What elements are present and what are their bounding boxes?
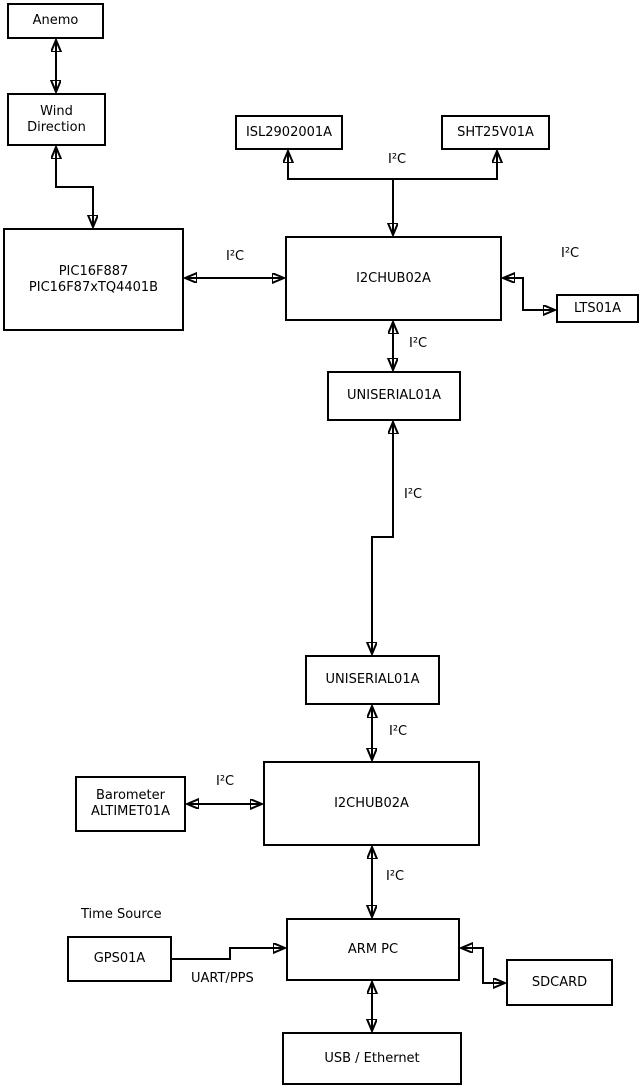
node-i2chub02a-top-label: I2CHUB02A (356, 270, 431, 286)
edge-label-i2c-hub-uniserial: I²C (409, 336, 428, 351)
node-isl2902001a: ISL2902001A (235, 115, 343, 150)
node-wind-direction: Wind Direction (7, 93, 106, 146)
node-i2chub02a-top: I2CHUB02A (285, 236, 502, 321)
node-uniserial01a-top: UNISERIAL01A (327, 371, 461, 421)
node-usb-ethernet: USB / Ethernet (282, 1032, 462, 1085)
node-anemo: Anemo (7, 3, 104, 39)
connector-winddirection-pic (56, 147, 93, 227)
connector-armpc-sdcard (461, 948, 505, 983)
node-gps01a-label: GPS01A (93, 951, 146, 966)
connector-gps-armpc (172, 948, 285, 960)
edge-label-uart-pps: UART/PPS (191, 971, 254, 986)
node-wind-direction-label-line1: Wind (40, 103, 73, 119)
edge-label-i2c-sensor-bus: I²C (388, 152, 407, 167)
node-arm-pc-label: ARM PC (347, 941, 399, 957)
node-i2chub02a-bottom: I2CHUB02A (263, 761, 480, 846)
edge-label-i2c-lts-link: I²C (561, 246, 580, 261)
edge-label-time-source: Time Source (81, 907, 162, 922)
edge-label-i2c-uniserial-link: I²C (404, 487, 423, 502)
node-isl2902001a-label: ISL2902001A (245, 124, 333, 140)
node-pic16f887-label-line1: PIC16F887 (58, 263, 129, 279)
node-sdcard: SDCARD (506, 959, 613, 1006)
node-uniserial01a-top-label: UNISERIAL01A (347, 388, 441, 403)
node-sht25v01a: SHT25V01A (441, 115, 550, 150)
edge-label-i2c-pic-link: I²C (226, 249, 245, 264)
node-uniserial01a-bottom: UNISERIAL01A (305, 655, 440, 705)
node-barometer-label-line2: ALTIMET01A (91, 804, 170, 819)
edge-label-i2c-barometer-link: I²C (216, 774, 235, 789)
node-lts01a: LTS01A (556, 294, 639, 323)
node-gps01a: GPS01A (67, 936, 172, 982)
node-pic16f887: PIC16F887 PIC16F87xTQ4401B (3, 228, 184, 331)
node-anemo-label: Anemo (32, 13, 79, 28)
node-arm-pc: ARM PC (286, 918, 460, 981)
node-wind-direction-label-line2: Direction (27, 119, 86, 135)
node-usb-ethernet-label: USB / Ethernet (324, 1050, 420, 1066)
connector-hubtop-lts (503, 278, 555, 310)
node-i2chub02a-bottom-label: I2CHUB02A (334, 795, 409, 811)
node-sht25v01a-label: SHT25V01A (457, 124, 534, 140)
node-barometer-label-line1: Barometer (96, 788, 165, 803)
edge-label-i2c-hub-armpc: I²C (386, 869, 405, 884)
node-lts01a-label: LTS01A (573, 300, 622, 316)
node-uniserial01a-bottom-label: UNISERIAL01A (325, 672, 420, 687)
node-barometer-altimet01a: Barometer ALTIMET01A (75, 776, 186, 832)
node-pic16f887-label-line2: PIC16F87xTQ4401B (28, 279, 159, 295)
edge-label-i2c-uniserial-hub-bottom: I²C (389, 724, 408, 739)
node-sdcard-label: SDCARD (531, 974, 588, 990)
connector-uniserial-link (372, 422, 393, 654)
